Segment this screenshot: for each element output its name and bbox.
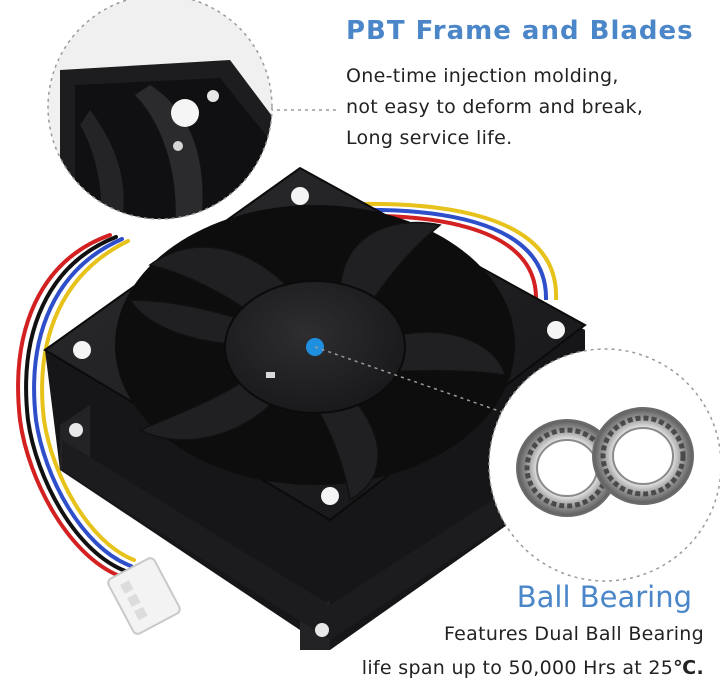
bearing-feature-description: Features Dual Ball Bearing life span up … [362,617,704,685]
frame-desc-line-2: not easy to deform and break, [346,96,644,118]
frame-feature-title: PBT Frame and Blades [346,16,694,46]
fan-connector [107,557,181,635]
bearing-right-icon [592,407,694,505]
frame-feature-description: One-time injection molding, not easy to … [346,61,643,154]
frame-closeup-callout [47,0,273,220]
temperature-unit: ℃. [673,657,704,679]
bearing-desc-line-1: Features Dual Ball Bearing [443,623,704,645]
fan-body [43,166,587,650]
bearing-desc-line-2-text: life span up to 50,000 Hrs at 25 [361,657,674,679]
bearing-desc-line-2: life span up to 50,000 Hrs at 25℃. [362,651,704,685]
bearing-closeup-callout [488,348,720,582]
frame-desc-line-1: One-time injection molding, [346,65,619,87]
bearing-feature-title: Ball Bearing [516,580,692,614]
fan-wires [16,233,136,580]
frame-desc-line-3: Long service life. [346,127,513,149]
callout-lines [270,109,526,421]
